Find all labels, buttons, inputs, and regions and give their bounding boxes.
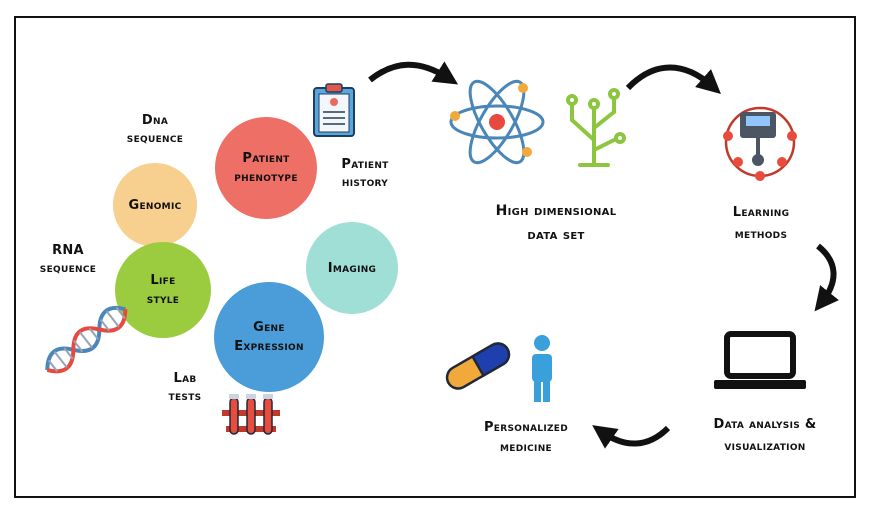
imaging-label: Imaging <box>327 260 377 276</box>
rna-sequence-line2: sequence <box>39 261 97 276</box>
patient-history-line1: Patient <box>341 157 389 172</box>
gene-expression-circle: Gene Expression <box>214 282 324 392</box>
dna-sequence-line2: sequence <box>126 131 184 146</box>
life-style-line2: style <box>146 292 180 307</box>
circuit-tree-icon <box>566 88 626 167</box>
patient-phenotype-line2: phenotype <box>234 170 298 185</box>
arrow-to-personalized <box>592 425 671 449</box>
learning-methods-line1: Learning <box>732 205 790 220</box>
life-style-circle: Life style <box>115 242 211 338</box>
clipboard-icon <box>313 83 355 137</box>
patient-history-line2: history <box>341 175 389 190</box>
dna-sequence-line1: Dna <box>141 113 169 128</box>
patient-history-label: Patient history <box>320 156 410 192</box>
arrow-to-learning <box>625 64 721 94</box>
rna-sequence-line1: RNA <box>52 243 84 258</box>
test-tubes-icon <box>222 394 280 435</box>
rna-sequence-label: RNA sequence <box>18 242 118 278</box>
high-dimensional-label: High dimensional data set <box>466 199 646 247</box>
gene-expression-line2: Expression <box>234 339 304 354</box>
learning-methods-line2: methods <box>734 227 788 242</box>
data-analysis-line2: visualization <box>724 439 806 454</box>
gene-expression-line1: Gene <box>253 320 285 335</box>
patient-phenotype-circle: Patient phenotype <box>215 117 317 219</box>
imaging-circle: Imaging <box>306 222 398 314</box>
diagram-frame <box>14 16 856 498</box>
arrow-to-analysis <box>814 243 839 312</box>
life-style-line1: Life <box>150 273 176 288</box>
personalized-medicine-line1: Personalized <box>483 420 569 435</box>
dna-icon <box>45 306 128 374</box>
lab-tests-line2: tests <box>168 389 202 404</box>
data-analysis-label: Data analysis & visualization <box>686 414 844 458</box>
arrow-to-dataset <box>368 61 459 85</box>
genomic-label: Genomic <box>128 197 182 213</box>
person-icon <box>532 335 552 402</box>
genomic-circle: Genomic <box>113 163 197 247</box>
high-dimensional-line2: data set <box>527 227 585 243</box>
dna-sequence-label: Dna sequence <box>105 112 205 148</box>
high-dimensional-line1: High dimensional <box>495 203 617 219</box>
brain-network-icon <box>723 106 797 181</box>
atom-icon <box>449 79 545 165</box>
laptop-icon <box>714 331 806 389</box>
learning-methods-label: Learning methods <box>706 202 816 246</box>
data-analysis-line1: Data analysis & <box>713 417 817 432</box>
lab-tests-label: Lab tests <box>150 370 220 406</box>
pill-icon <box>445 342 511 390</box>
personalized-medicine-line2: medicine <box>500 440 552 455</box>
lab-tests-line1: Lab <box>173 371 197 386</box>
patient-phenotype-line1: Patient <box>242 151 290 166</box>
personalized-medicine-label: Personalized medicine <box>466 418 586 458</box>
